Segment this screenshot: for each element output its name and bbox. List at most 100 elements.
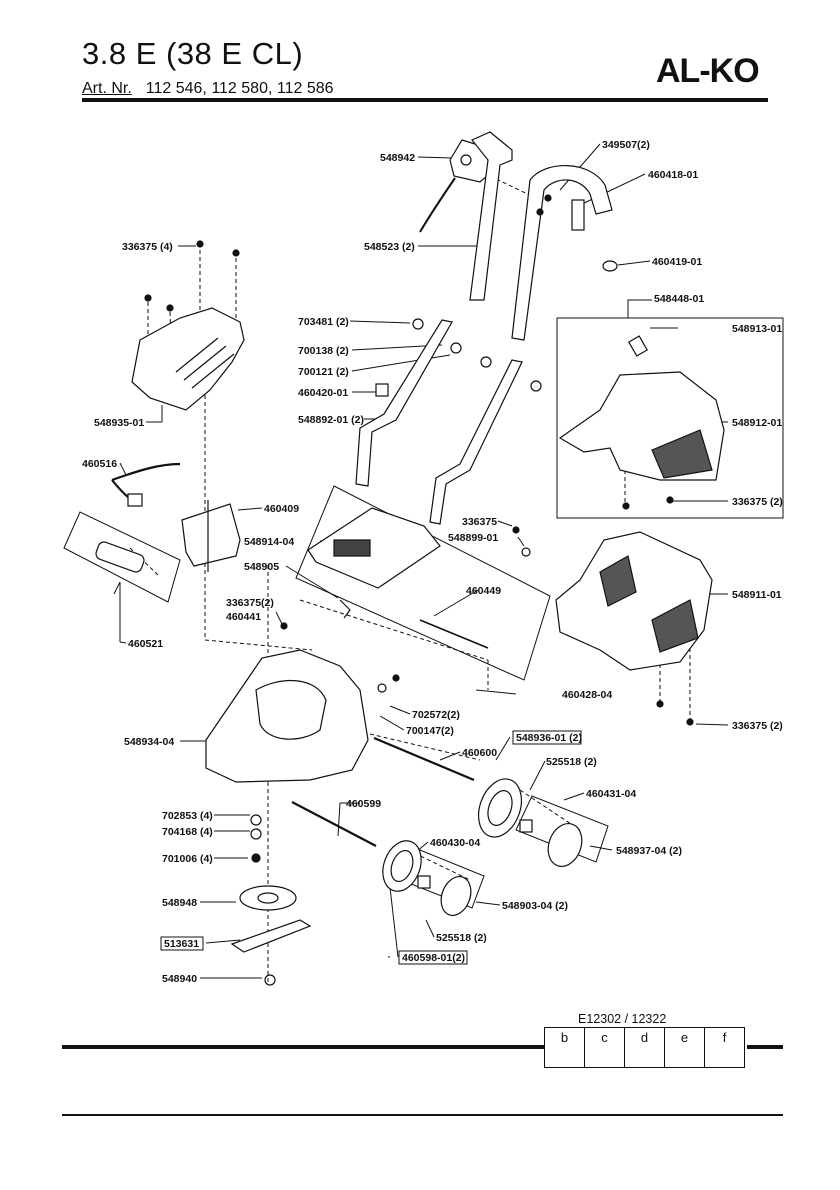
part-label-700121: 700121 (2) bbox=[298, 366, 349, 378]
clip bbox=[521, 547, 531, 557]
upper-handle-right bbox=[511, 165, 613, 341]
screw bbox=[512, 526, 520, 534]
screw bbox=[544, 194, 552, 202]
screw bbox=[656, 700, 664, 708]
front-wheel-hub bbox=[487, 790, 513, 826]
cable-tie bbox=[602, 260, 618, 272]
part-label-548935: 548935-01 bbox=[94, 417, 144, 429]
upper-handle bbox=[469, 131, 513, 301]
part-label-548940: 548940 bbox=[162, 973, 197, 985]
cover-assembly-frame bbox=[295, 485, 551, 681]
box-grille-left bbox=[599, 555, 637, 607]
part-label-460600: 460600 bbox=[462, 747, 497, 759]
part-label-525518: 525518 (2) bbox=[546, 756, 597, 768]
footer-rule-right bbox=[747, 1045, 783, 1049]
lid-handle bbox=[627, 335, 649, 357]
part-label-702853: 702853 (4) bbox=[162, 810, 213, 822]
cutter-blade bbox=[230, 919, 312, 953]
cover-vents bbox=[175, 337, 235, 389]
revision-cell: c bbox=[584, 1027, 625, 1068]
part-label-336375-pair: 336375(2) bbox=[226, 597, 274, 609]
cable-plug bbox=[127, 493, 143, 507]
part-label-460418: 460418-01 bbox=[648, 169, 698, 181]
part-label-548448: 548448-01 bbox=[654, 293, 704, 305]
cable-clip bbox=[571, 199, 585, 231]
screw bbox=[686, 718, 694, 726]
part-label-704168: 704168 (4) bbox=[162, 826, 213, 838]
washer bbox=[450, 342, 462, 354]
switch-cable bbox=[419, 177, 456, 233]
part-label-548899: 548899-01 bbox=[448, 532, 498, 544]
front-hubcap bbox=[547, 823, 583, 867]
washer bbox=[250, 828, 262, 840]
rear-hubcap bbox=[440, 876, 472, 916]
part-label-460521: 460521 bbox=[128, 638, 163, 650]
part-label-513631: 513631 bbox=[164, 938, 199, 950]
revision-cell: f bbox=[704, 1027, 745, 1068]
part-label-460449: 460449 bbox=[466, 585, 501, 597]
bolt bbox=[412, 318, 424, 330]
box-grille-right bbox=[651, 599, 699, 653]
rear-wheel bbox=[382, 840, 422, 892]
switch-button bbox=[460, 154, 472, 166]
revision-cell: e bbox=[664, 1027, 705, 1068]
screw bbox=[144, 294, 152, 302]
screw bbox=[280, 622, 288, 630]
part-label-460441: 460441 bbox=[226, 611, 261, 623]
washer bbox=[377, 683, 387, 693]
part-box-548936 bbox=[512, 730, 582, 745]
screw bbox=[251, 853, 261, 863]
front-axle bbox=[373, 736, 475, 782]
lower-handle-right bbox=[429, 359, 523, 525]
page-title: 3.8 E (38 E CL) bbox=[82, 36, 304, 71]
part-label-702572: 702572(2) bbox=[412, 709, 460, 721]
part-labels: 548942 349507(2) 460418-01 336375 (4) 54… bbox=[82, 139, 783, 985]
lid-grille bbox=[651, 429, 713, 479]
rear-wheel-hub bbox=[390, 849, 414, 883]
spring bbox=[339, 599, 351, 619]
part-label-700147: 700147(2) bbox=[406, 725, 454, 737]
article-number-list: 112 546, 112 580, 112 586 bbox=[145, 80, 334, 97]
drawing-code: E12302 / 12322 bbox=[578, 1012, 667, 1026]
part-label-548903: 548903-04 (2) bbox=[502, 900, 568, 912]
washer bbox=[250, 814, 262, 826]
screw bbox=[666, 496, 674, 504]
lower-handle-left bbox=[355, 319, 453, 487]
part-label-460409: 460409 bbox=[264, 503, 299, 515]
grass-box-assembly-frame bbox=[556, 317, 784, 519]
article-numbers: Art. Nr.112 546, 112 580, 112 586 bbox=[82, 80, 334, 98]
cable-lead bbox=[111, 462, 181, 482]
front-wheel bbox=[477, 778, 523, 838]
cover-rod bbox=[419, 619, 489, 649]
part-box-513631 bbox=[160, 936, 204, 951]
fan bbox=[239, 885, 297, 911]
rear-axle bbox=[291, 801, 377, 847]
screw bbox=[392, 674, 400, 682]
part-label-700138: 700138 (2) bbox=[298, 345, 349, 357]
part-label-548937: 548937-04 (2) bbox=[616, 845, 682, 857]
screw bbox=[232, 249, 240, 257]
part-label-548914: 548914-04 bbox=[244, 536, 294, 548]
footer-rule-left bbox=[62, 1045, 544, 1049]
knob bbox=[375, 383, 389, 397]
part-label-336375-2: 336375 (2) bbox=[732, 496, 783, 508]
part-label-460516: 460516 bbox=[82, 458, 117, 470]
part-label-336375-single: 336375 bbox=[462, 516, 497, 528]
part-label-548913: 548913-01 bbox=[732, 323, 782, 335]
bolt bbox=[530, 380, 542, 392]
part-label-336375: 336375 (4) bbox=[122, 241, 173, 253]
part-box-460598 bbox=[398, 950, 468, 965]
revision-cell: b bbox=[544, 1027, 585, 1068]
part-label-548912: 548912-01 bbox=[732, 417, 782, 429]
part-label-460419: 460419-01 bbox=[652, 256, 702, 268]
fan-hub bbox=[257, 892, 279, 904]
part-label-548892: 548892-01 (2) bbox=[298, 414, 364, 426]
part-label-460420: 460420-01 bbox=[298, 387, 348, 399]
cable-assembly-frame bbox=[63, 511, 181, 603]
motor-cover-top bbox=[307, 507, 441, 589]
part-label-349507: 349507(2) bbox=[602, 139, 650, 151]
cable-connector bbox=[95, 541, 145, 573]
part-label-548948: 548948 bbox=[162, 897, 197, 909]
part-label-525518-rear: 525518 (2) bbox=[436, 932, 487, 944]
